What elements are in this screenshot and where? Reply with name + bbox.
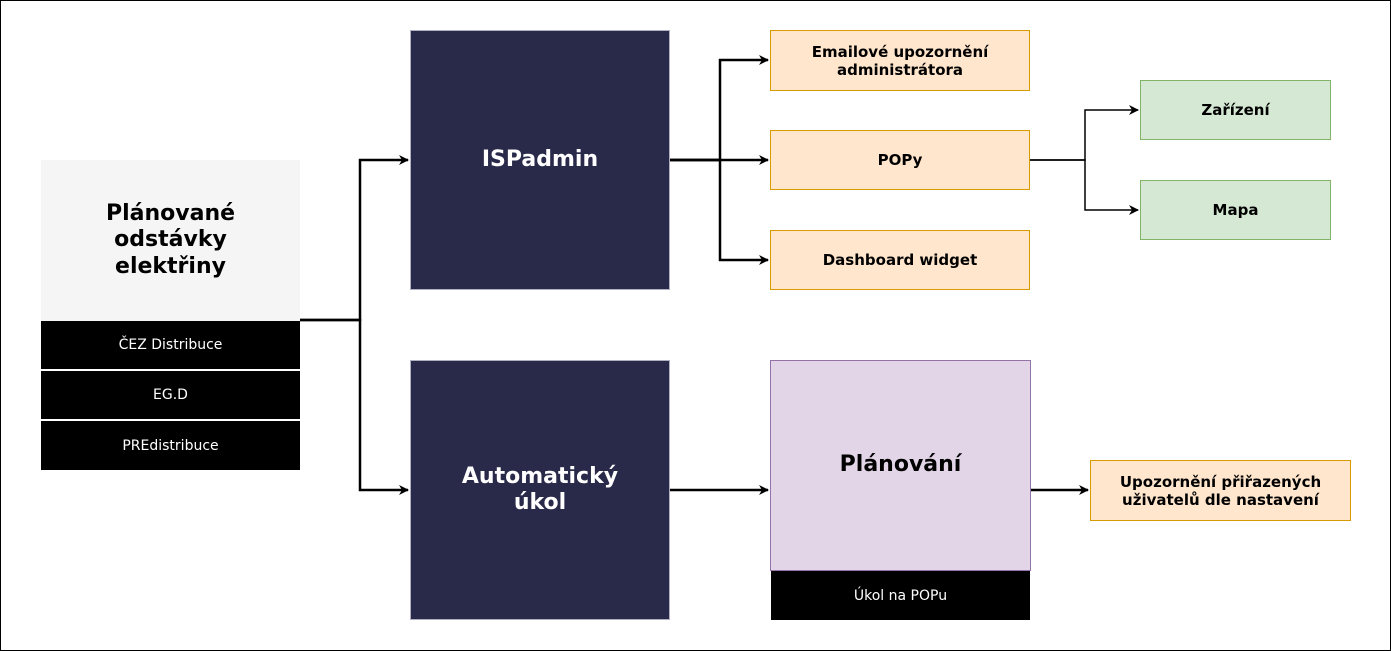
provider-predistribuce: PREdistribuce [41,421,300,470]
map-box: Mapa [1140,180,1331,240]
device-box: Zařízení [1140,80,1331,140]
source-title: Plánované odstávky elektřiny [105,200,236,279]
provider-predistribuce-label: PREdistribuce [122,437,219,454]
popy-label: POPy [877,151,923,169]
edge-ispadmin-to-email [670,55,769,162]
planning-box: Plánování [770,360,1031,571]
dashboard-widget-box: Dashboard widget [770,230,1030,290]
planning-task-box: Úkol na POPu [771,571,1030,620]
provider-egd: EG.D [41,371,300,420]
email-notification-label: Emailové upozornění administrátora [811,42,989,79]
email-notification-box: Emailové upozornění administrátora [770,30,1030,91]
user-notification-box: Upozornění přiřazených uživatelů dle nas… [1090,460,1351,521]
planning-title: Plánování [839,452,962,478]
planning-task-label: Úkol na POPu [853,587,948,604]
popy-box: POPy [770,130,1030,190]
edge-ispadmin-to-dashboard [670,158,769,265]
edge-source-to-auto-task [300,318,409,495]
dashboard-widget-label: Dashboard widget [822,251,978,269]
map-label: Mapa [1212,201,1259,219]
user-notification-label: Upozornění přiřazených uživatelů dle nas… [1119,472,1322,509]
edge-popy-to-map [1030,159,1139,215]
auto-task-label: Automatický úkol [461,463,619,515]
ispadmin-label: ISPadmin [481,146,599,172]
provider-egd-label: EG.D [153,387,188,403]
auto-task-box: Automatický úkol [410,360,670,620]
edge-source-to-ispadmin [300,155,409,322]
device-label: Zařízení [1201,101,1270,119]
edge-popy-to-device [1030,105,1139,161]
source-title-box: Plánované odstávky elektřiny [41,160,300,321]
ispadmin-box: ISPadmin [410,30,670,290]
provider-cez-label: ČEZ Distribuce [118,337,223,353]
provider-cez: ČEZ Distribuce [41,321,300,370]
